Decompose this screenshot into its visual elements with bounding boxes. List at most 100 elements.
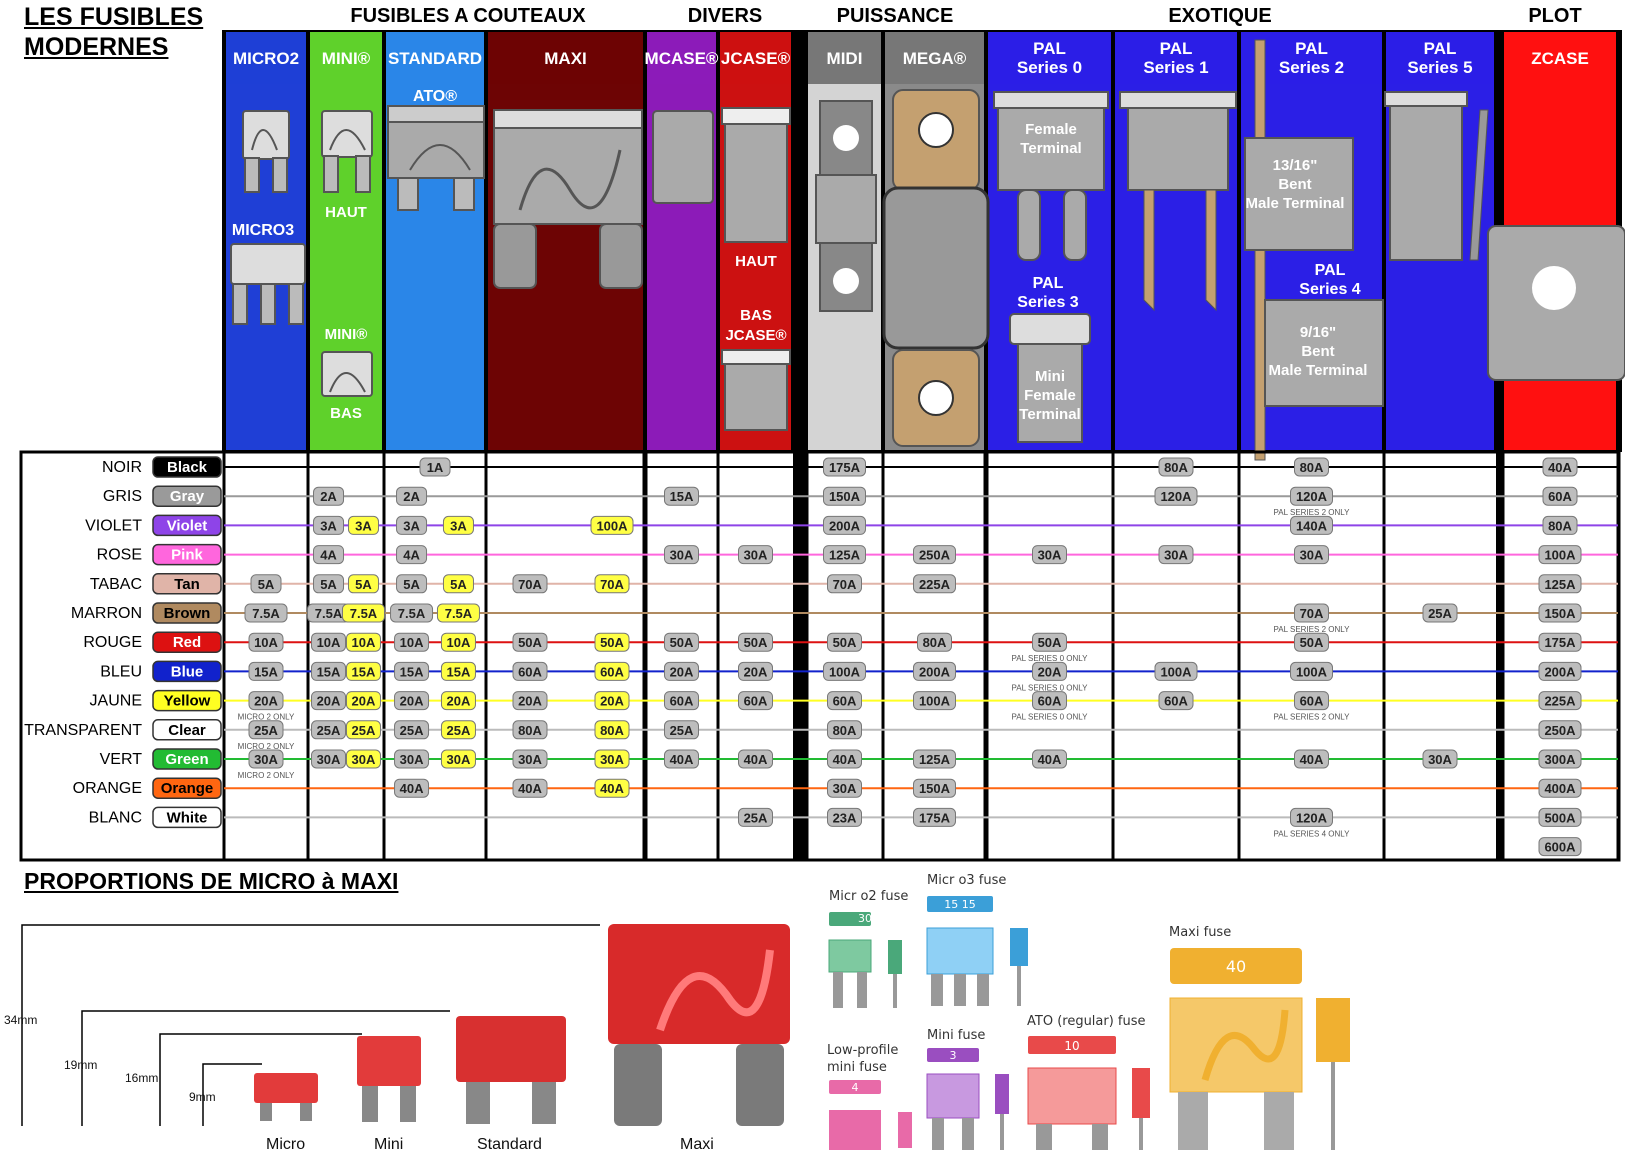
column-header-2: STANDARD: [388, 49, 482, 68]
rating-value: 225A: [919, 577, 951, 592]
rating-badge: [1542, 515, 1578, 535]
rating-badge: [394, 749, 430, 769]
rating-badge: [1538, 632, 1582, 652]
rating-value: 7.5A: [445, 606, 473, 621]
rating-value: 3A: [320, 518, 337, 533]
color-swatch-orange: [152, 777, 222, 799]
rating-value: 175A: [919, 810, 951, 825]
dim-16mm: 16mm: [125, 1071, 159, 1085]
rating-value: 50A: [833, 635, 857, 650]
rating-badge: [594, 574, 630, 594]
rating-value: 7.5A: [252, 606, 280, 621]
ratings-table-frame: [19, 450, 1621, 862]
rating-value: 5A: [258, 577, 275, 592]
rating-badge: [1538, 720, 1582, 740]
color-name-fr: ROUGE: [83, 634, 142, 651]
rating-value: 7.5A: [398, 606, 426, 621]
pal-series0-fuse-icon: [993, 91, 1109, 261]
column-header-6: MIDI: [827, 49, 863, 68]
rating-badge: [440, 661, 476, 681]
rating-value: 20A: [400, 694, 424, 709]
color-name-fr: ORANGE: [73, 780, 142, 797]
rating-badge: [594, 778, 630, 798]
rating-value: 100A: [919, 694, 951, 709]
rating-value: 7.5A: [315, 606, 343, 621]
rating-badge: [250, 574, 282, 594]
rating-badge: [594, 720, 630, 740]
rating-value: 40A: [600, 781, 624, 796]
lowprofile-ref-caption: Low-profile mini fuse: [827, 1043, 899, 1075]
rating-badge: [512, 778, 548, 798]
rating-badge: [738, 661, 773, 681]
rating-value: 3A: [355, 518, 372, 533]
rating-badge: [1290, 486, 1333, 506]
pal-series3-fuse-icon: [1009, 313, 1091, 443]
maxi-ref-value: 40: [1226, 957, 1246, 976]
color-name-en: Black: [167, 459, 208, 476]
rating-value: 60A: [1038, 694, 1062, 709]
column-header-5: JCASE®: [721, 49, 791, 68]
color-swatch-white: [152, 806, 222, 829]
rating-badge: [594, 749, 630, 769]
lowprofile-ref-value: 4: [852, 1081, 859, 1094]
rating-note: MICRO 2 ONLY: [238, 771, 295, 780]
column-header-4: MCASE®: [645, 49, 719, 68]
rating-value: 40A: [744, 752, 768, 767]
rating-value: 20A: [447, 694, 471, 709]
column-bg-4: [647, 32, 716, 450]
rating-badge: [313, 574, 345, 594]
rating-value: 60A: [744, 694, 768, 709]
rating-badge: [1294, 749, 1329, 769]
caption-standard: Standard: [477, 1136, 542, 1153]
mini-ref-caption: Mini fuse: [927, 1028, 986, 1043]
rating-note: MICRO 2 ONLY: [238, 742, 295, 751]
rating-value: 20A: [352, 694, 376, 709]
rating-badge: [440, 720, 476, 740]
rating-badge: [311, 749, 347, 769]
rating-badge: [512, 574, 548, 594]
power-divider: [793, 452, 806, 860]
rating-value: 60A: [833, 694, 857, 709]
rating-badge: [1032, 661, 1067, 681]
color-name-en: Brown: [164, 605, 211, 622]
mega-fuse-icon: [882, 89, 990, 447]
rating-value: 4A: [403, 548, 420, 563]
rating-value: 2A: [320, 489, 337, 504]
rating-value: 15A: [447, 664, 471, 679]
mini-fuse-photo: [357, 1036, 421, 1122]
rating-value: 120A: [1296, 810, 1328, 825]
proportions-diagram: [21, 924, 790, 1126]
mini-fuse-low-icon: [321, 351, 373, 397]
rating-badge: [512, 632, 548, 652]
column-header-7: MEGA®: [903, 49, 967, 68]
caption-micro: Micro: [266, 1136, 306, 1153]
mini-label: MINI®: [325, 326, 368, 343]
column-header-bg-4: [647, 32, 716, 84]
rating-value: 5A: [320, 577, 337, 592]
table-outline: [19, 450, 1621, 862]
rating-badge: [1538, 778, 1582, 798]
caption-maxi: Maxi: [680, 1136, 714, 1153]
rating-value: 1A: [427, 460, 444, 475]
rating-value: 60A: [670, 694, 694, 709]
rating-badge: [823, 457, 866, 477]
rating-value: 5A: [403, 577, 420, 592]
column-header-3: MAXI: [544, 49, 587, 68]
rating-badge: [311, 691, 347, 711]
color-name-fr: GRIS: [103, 488, 142, 505]
pal-series1-fuse-icon: [1119, 91, 1237, 312]
rating-badge: [1538, 749, 1582, 769]
rating-badge: [827, 720, 862, 740]
rating-value: 20A: [1038, 664, 1062, 679]
rating-badge: [913, 661, 956, 681]
color-name-en: Green: [165, 751, 208, 768]
rating-badge: [738, 632, 773, 652]
color-swatch-gray: [152, 485, 222, 507]
rating-value: 200A: [1544, 664, 1576, 679]
rating-badge: [1542, 486, 1578, 506]
color-name-en: White: [167, 809, 208, 826]
